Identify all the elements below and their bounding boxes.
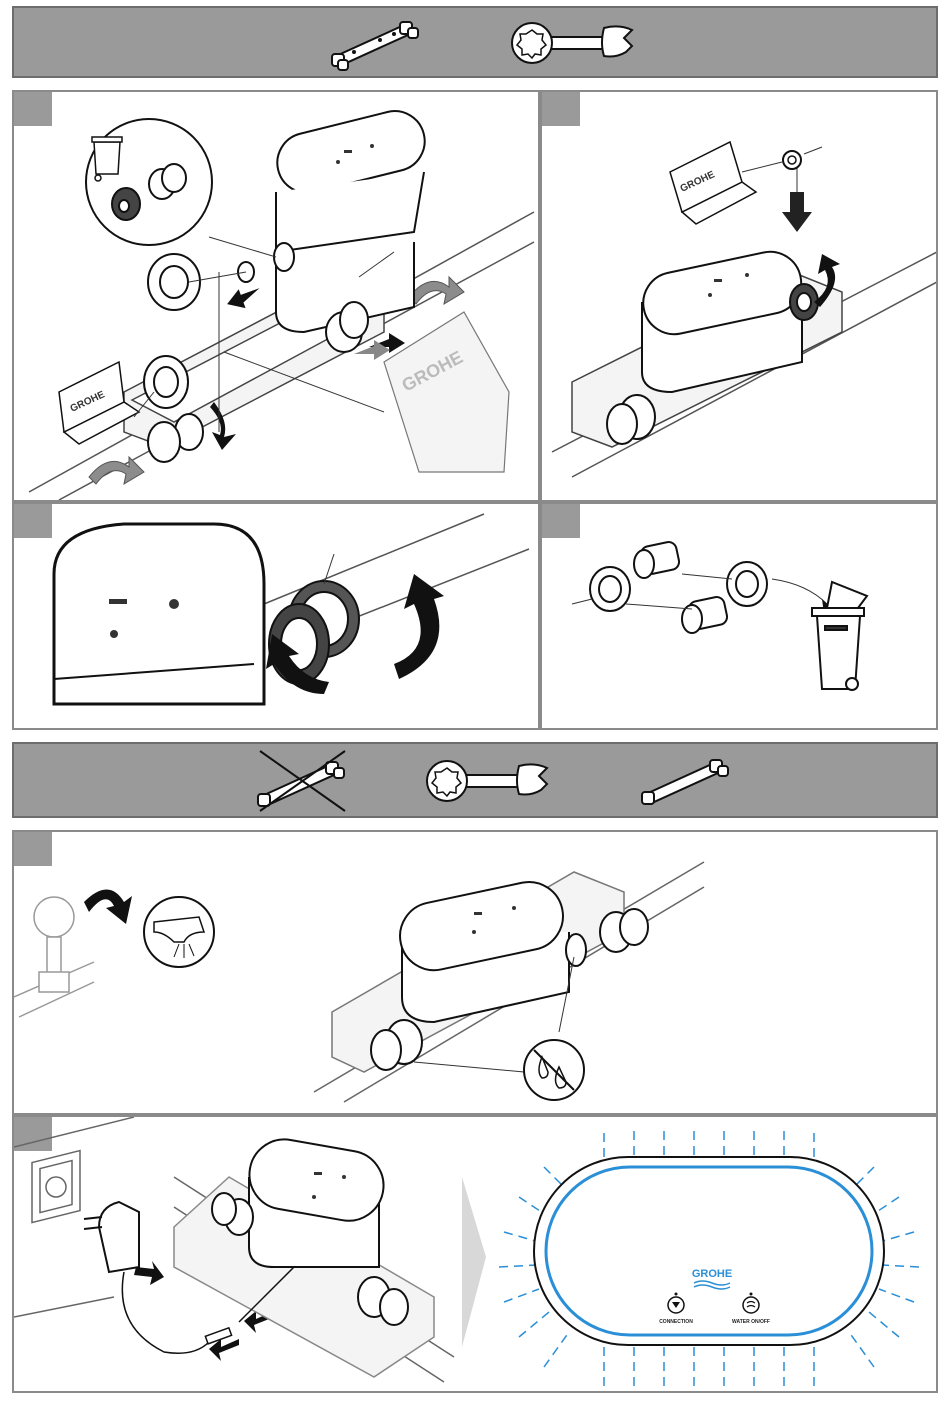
- gasket-box-icon: GROHE: [670, 142, 756, 224]
- device-face-glow: GROHE CONNECTION WATER ON/OFF: [499, 1131, 919, 1389]
- valve-wheel-icon: [14, 897, 94, 1017]
- no-drips-icon: [524, 1040, 584, 1100]
- panel-dispose-adapters: [540, 502, 938, 730]
- panel-connect-power: GROHE CONNECTION WATER ON/OFF: [12, 1115, 938, 1393]
- panel-tighten-union-nut: [12, 502, 540, 730]
- panel-remove-protective-caps: GROHE GROHE: [12, 90, 540, 502]
- connection-button-label: CONNECTION: [659, 1319, 693, 1325]
- panel-insert-gasket: GROHE: [540, 90, 938, 502]
- mounting-bracket-icon: [324, 12, 424, 72]
- tools-band-middle: [12, 742, 938, 818]
- flow-arrow-icon: [89, 457, 144, 484]
- mounting-bracket-icon: [634, 750, 734, 810]
- water-on-off-button-label: WATER ON/OFF: [732, 1319, 770, 1325]
- open-end-wrench-icon: [419, 756, 559, 806]
- device-logo: GROHE: [692, 1268, 732, 1280]
- trash-bin-icon: [92, 137, 122, 181]
- open-end-wrench-icon: [504, 18, 644, 68]
- panel-open-valve-check-leaks: [12, 830, 938, 1115]
- mounting-bracket-crossed-icon: [250, 746, 350, 816]
- tools-band-top: [12, 6, 938, 78]
- tap-water-icon: [144, 897, 214, 967]
